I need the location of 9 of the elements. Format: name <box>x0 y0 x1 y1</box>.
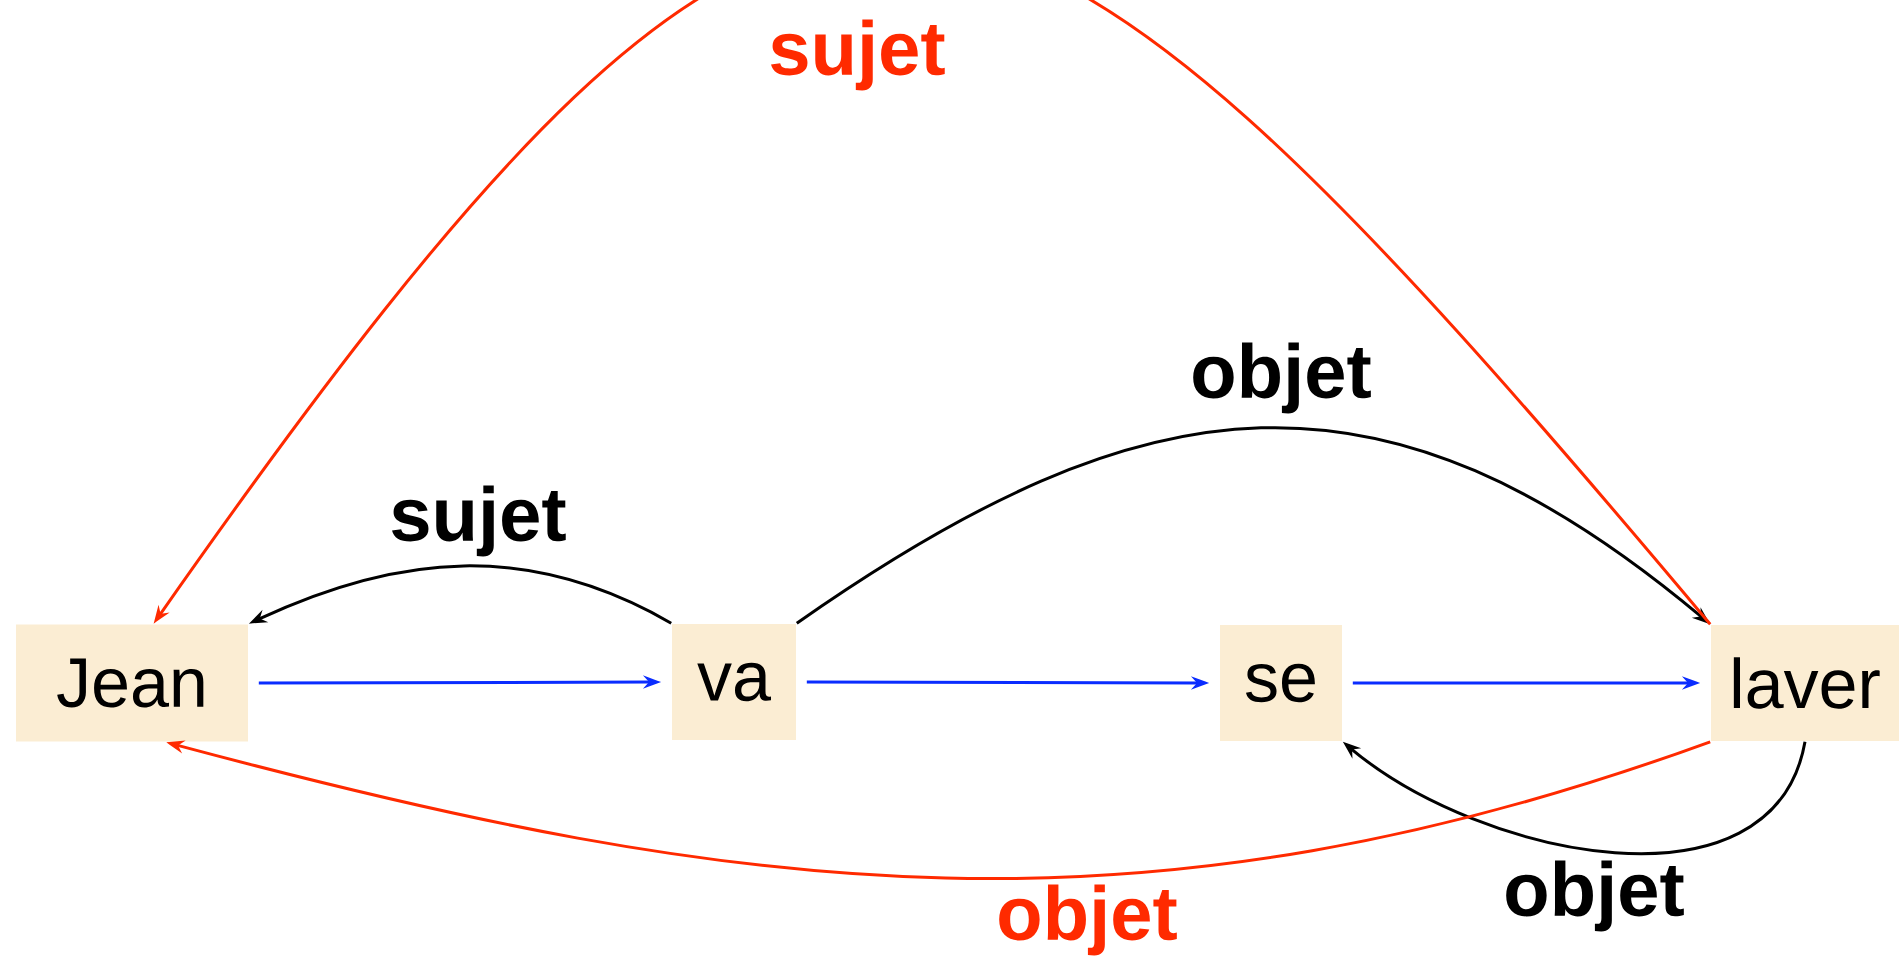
edge-label: sujet <box>766 17 948 93</box>
word-box: Jean <box>16 624 248 742</box>
word-box: laver <box>1711 625 1899 741</box>
edge-label: objet <box>1501 858 1687 934</box>
word-box: va <box>672 624 796 740</box>
edge-label: objet <box>994 882 1180 958</box>
edge-label: sujet <box>387 483 569 559</box>
word-box: se <box>1220 625 1342 741</box>
edge-label: objet <box>1188 340 1374 416</box>
